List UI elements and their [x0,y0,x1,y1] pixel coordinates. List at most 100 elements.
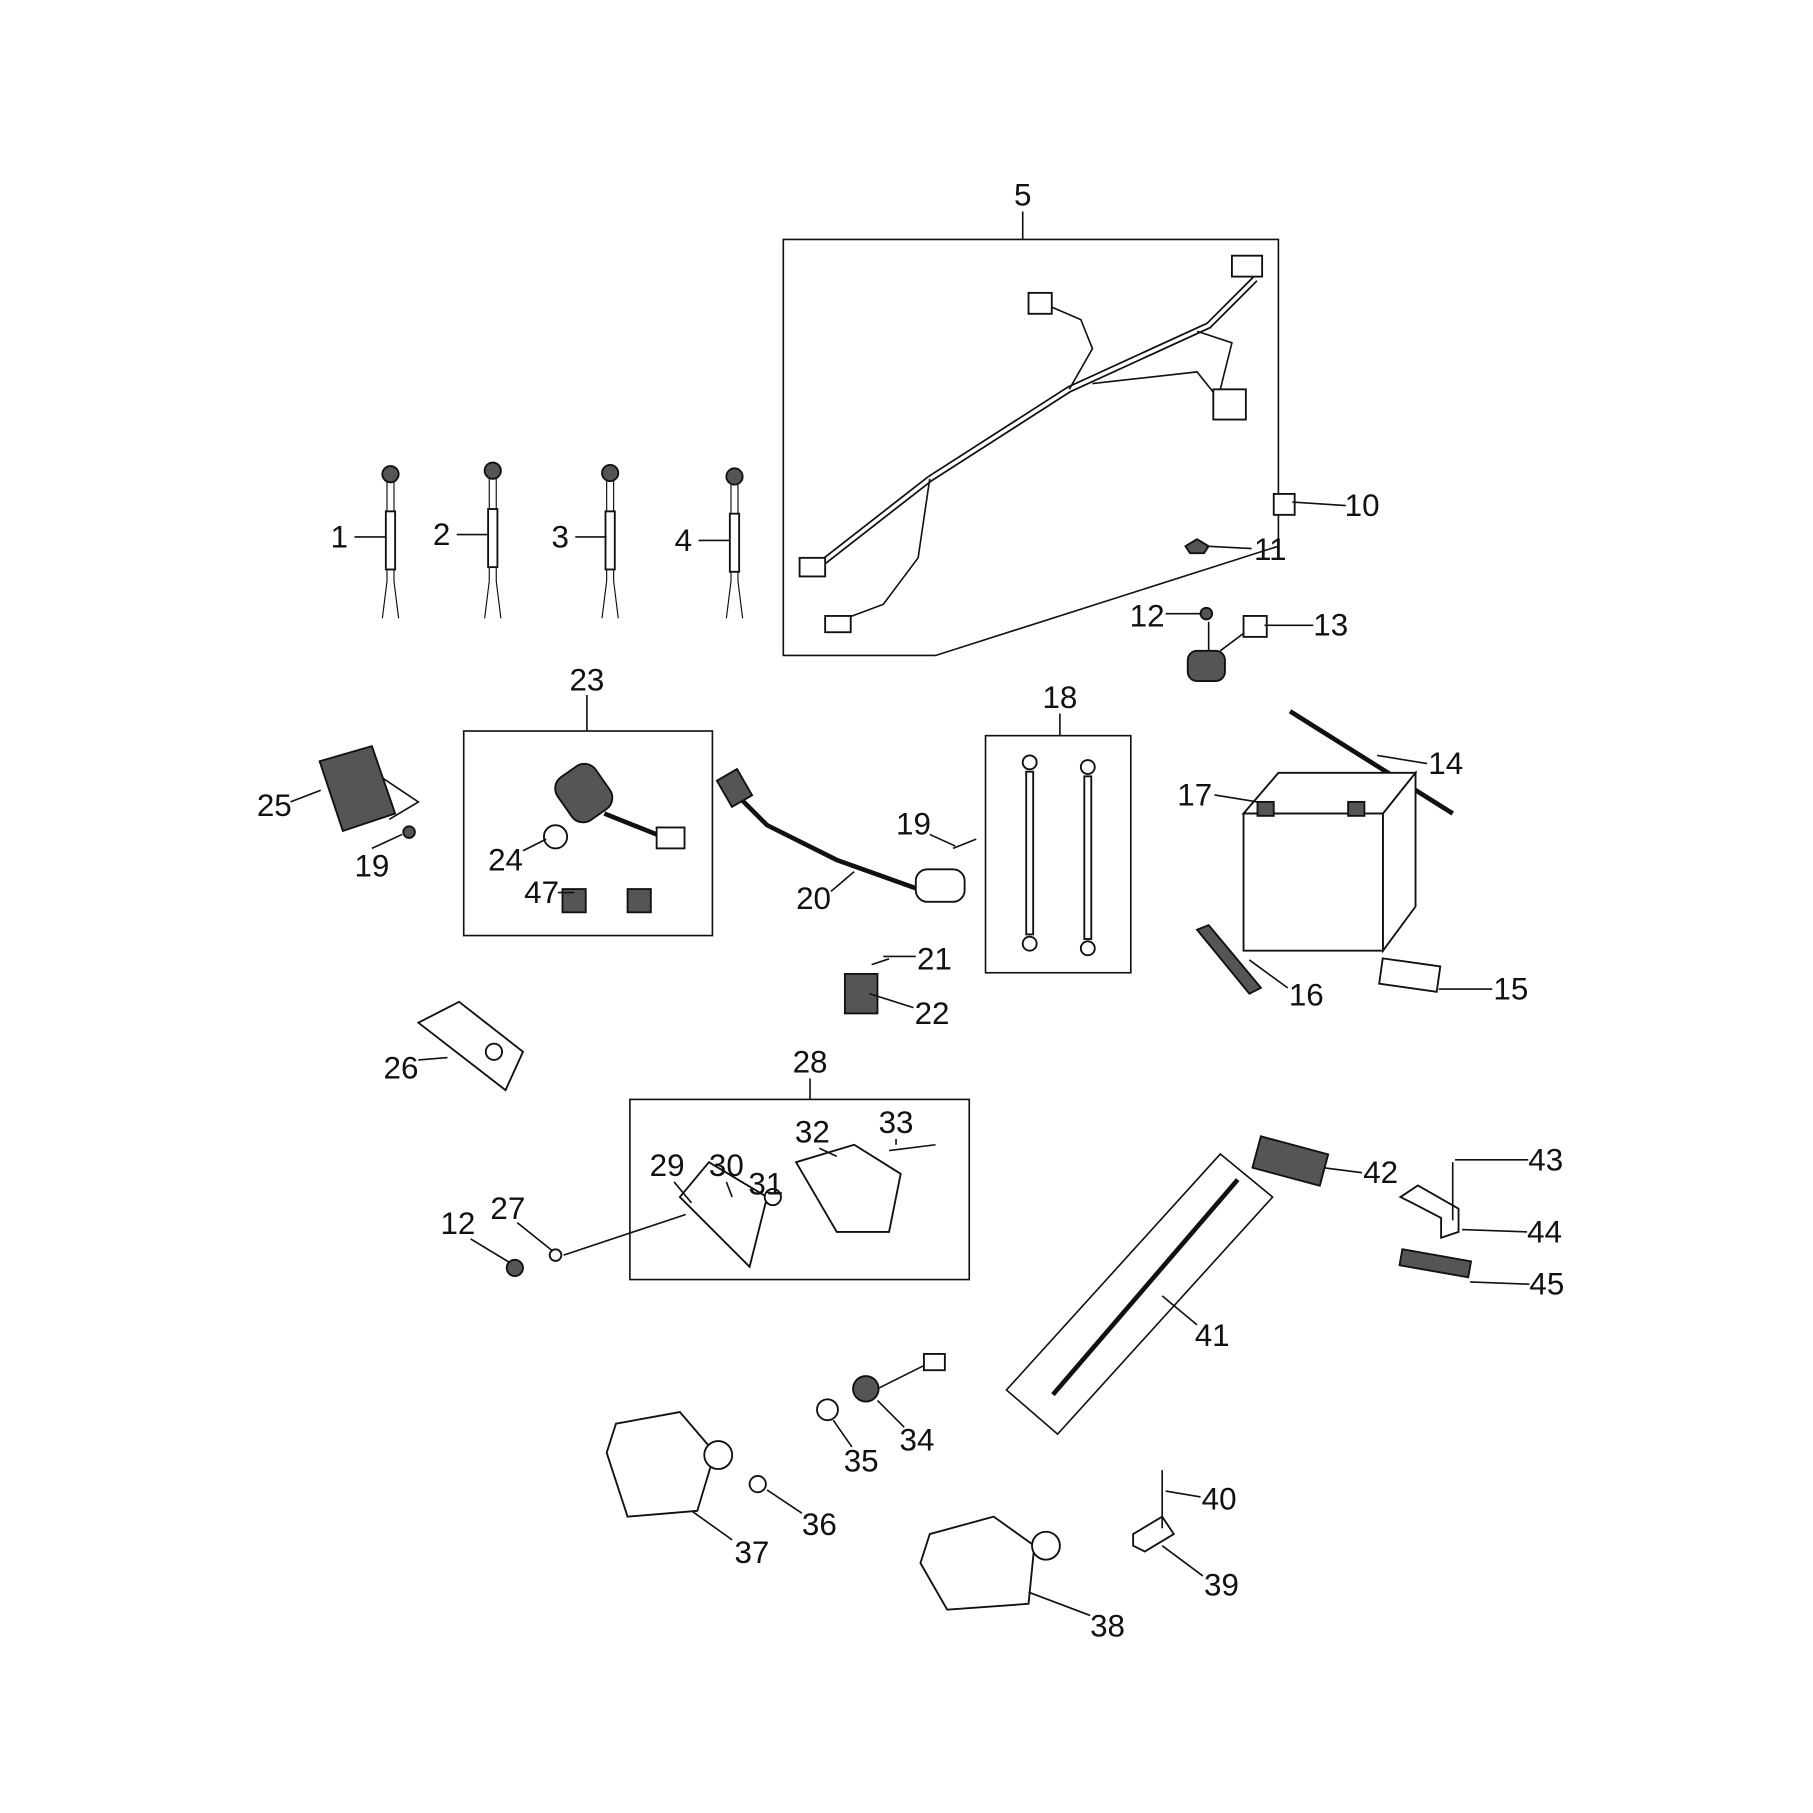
callout-5: 5 [1014,178,1031,213]
headlight-37 [605,1411,734,1518]
leader-line [1324,1167,1363,1174]
callout-45: 45 [1529,1267,1564,1302]
battery-cables [1021,754,1096,957]
callout-30: 30 [709,1148,744,1183]
callout-39: 39 [1204,1568,1239,1603]
callout-16: 16 [1289,977,1324,1012]
callout-22: 22 [915,996,950,1031]
module-42 [1251,1135,1330,1187]
callout-44: 44 [1527,1214,1562,1249]
callout-17: 17 [1177,777,1212,812]
tool-bag [416,1000,525,1092]
callout-28: 28 [793,1045,828,1080]
leader-line [516,1221,553,1252]
leader-line [830,871,855,893]
leader-line [691,1510,733,1541]
callout-15: 15 [1493,971,1528,1006]
callout-41: 41 [1195,1318,1230,1353]
callout-32: 32 [795,1114,830,1149]
leader-line [418,1056,448,1061]
callout-13: 13 [1313,608,1348,643]
callout-10: 10 [1345,488,1380,523]
taillight-group-box [629,1098,971,1281]
leader-line [1292,501,1346,507]
leader-line [1161,1545,1204,1577]
leader-line [818,1147,838,1158]
fuse-part [1272,492,1296,516]
callout-37: 37 [734,1535,769,1570]
ignition-coil [715,767,977,1015]
bracket-39 [1132,1515,1176,1553]
callout-24: 24 [488,842,523,877]
callout-43: 43 [1528,1142,1563,1177]
starter-relay [1186,606,1268,682]
screw-36 [748,1475,767,1494]
callout-27: 27 [490,1191,525,1226]
leader-line [371,833,403,850]
leader-line [1161,1295,1198,1326]
headlight-38 [919,1515,1061,1611]
leader-line [766,1489,803,1514]
ignition-switch [542,762,686,914]
callout-4: 4 [675,523,692,558]
callout-25: 25 [257,788,292,823]
battery-cable-group-box [984,734,1132,974]
harness-group-box [782,238,1280,657]
callout-38: 38 [1090,1608,1125,1643]
wiring-harness [798,254,1264,634]
battery [1241,770,1418,954]
callout-19: 19 [354,848,389,883]
callout-18: 18 [1042,680,1077,715]
leader-line [1377,754,1428,765]
leader-line [869,992,914,1009]
clip-part [1184,538,1210,555]
leader-line [1165,1490,1201,1498]
cable-41 [1051,1178,1240,1397]
leader-line [522,838,547,852]
callout-36: 36 [802,1507,837,1542]
callout-12: 12 [1130,598,1165,633]
callout-3: 3 [551,519,568,554]
leader-line [1470,1281,1530,1286]
callout-31: 31 [748,1167,783,1202]
callout-29: 29 [650,1148,685,1183]
callout-19: 19 [896,806,931,841]
cable-41-group-box [1005,1152,1274,1436]
bracket-44 [1398,1184,1460,1240]
callout-2: 2 [433,517,450,552]
leader-line [929,833,956,847]
leader-line [1206,545,1252,550]
callout-20: 20 [796,881,831,916]
leader-line [1248,959,1289,989]
battery-pad [1378,957,1442,993]
bulb-35 [816,1398,839,1422]
battery-strap [1288,709,1454,816]
leader-line [1214,794,1258,803]
callout-47: 47 [524,875,559,910]
leader-line [470,1238,510,1263]
callout-42: 42 [1363,1155,1398,1190]
callout-11: 11 [1254,532,1287,567]
callout-23: 23 [569,662,604,697]
pad-45 [1398,1248,1473,1279]
callout-34: 34 [900,1422,935,1457]
switch-group-box [462,730,714,937]
leader-line [1461,1228,1528,1233]
leader-line [673,1181,693,1204]
callout-21: 21 [917,941,952,976]
callout-12: 12 [440,1206,475,1241]
battery-bracket [1195,923,1263,995]
sensor-parts [381,461,744,619]
socket-34 [852,1353,946,1403]
taillight-assembly [505,1143,936,1278]
leader-line [876,1399,905,1428]
callout-14: 14 [1428,746,1463,781]
leader-line [290,789,322,803]
callout-33: 33 [879,1105,914,1140]
leader-line [725,1181,733,1198]
voltage-regulator [318,744,420,839]
callout-26: 26 [384,1051,419,1086]
callout-1: 1 [331,519,348,554]
